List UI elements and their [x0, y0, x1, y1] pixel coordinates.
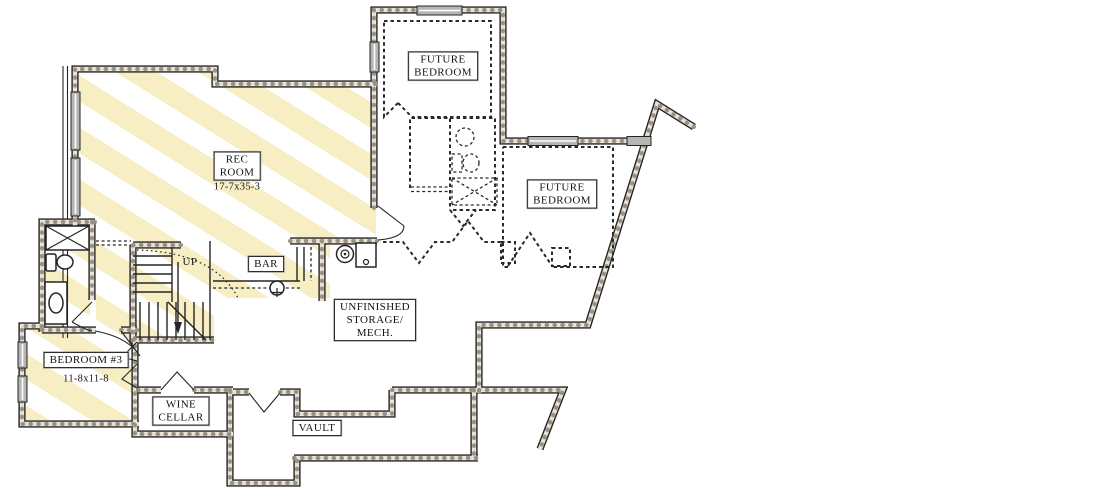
label-line: REC [225, 153, 249, 166]
label-line: UNFINISHED [340, 301, 410, 314]
rec-room-door [377, 205, 405, 241]
label-line: FUTURE [539, 181, 585, 194]
label-line: MECH. [356, 326, 394, 339]
room-label-rec-room: REC ROOM [213, 151, 261, 181]
mechanical-equipment [335, 242, 377, 268]
bar-counter [213, 247, 312, 297]
room-label-future-bedroom-right: FUTURE BEDROOM [527, 179, 597, 209]
toilet-tank [45, 253, 57, 272]
label-line: ROOM [219, 166, 255, 179]
room-label-vault: VAULT [292, 420, 342, 436]
room-label-future-bedroom-top: FUTURE BEDROOM [408, 51, 478, 81]
label-line: WINE [165, 398, 197, 411]
label-line: VAULT [298, 422, 336, 435]
label-line: BAR [254, 258, 278, 271]
label-line: FUTURE [420, 53, 466, 66]
windows [17, 5, 652, 403]
label-line: BEDROOM #3 [49, 354, 123, 367]
bathroom-fixtures [44, 225, 90, 325]
bathroom-door [71, 301, 93, 332]
wine-cellar-doors [160, 371, 195, 391]
room-dims-rec-room: 17-7x35-3 [213, 181, 261, 193]
sink [48, 292, 64, 314]
label-line: CELLAR [158, 411, 204, 424]
furnace [355, 242, 377, 268]
label-line: STORAGE/ [346, 314, 404, 327]
room-label-bedroom-3: BEDROOM #3 [43, 352, 129, 368]
label-line: BEDROOM [414, 66, 472, 79]
room-label-unfinished-storage: UNFINISHED STORAGE/ MECH. [334, 299, 416, 341]
label-line: BEDROOM [533, 194, 591, 207]
room-dims-bedroom-3: 11-8x11-8 [63, 373, 109, 385]
stairs-up-label: UP [182, 256, 198, 268]
room-label-wine-cellar: WINE CELLAR [152, 396, 210, 426]
future-walls-dashed [96, 20, 614, 268]
toilet-bowl [56, 254, 74, 270]
bedroom3-door [94, 330, 141, 357]
room-label-bar: BAR [248, 256, 284, 272]
vault-doors [248, 392, 281, 413]
